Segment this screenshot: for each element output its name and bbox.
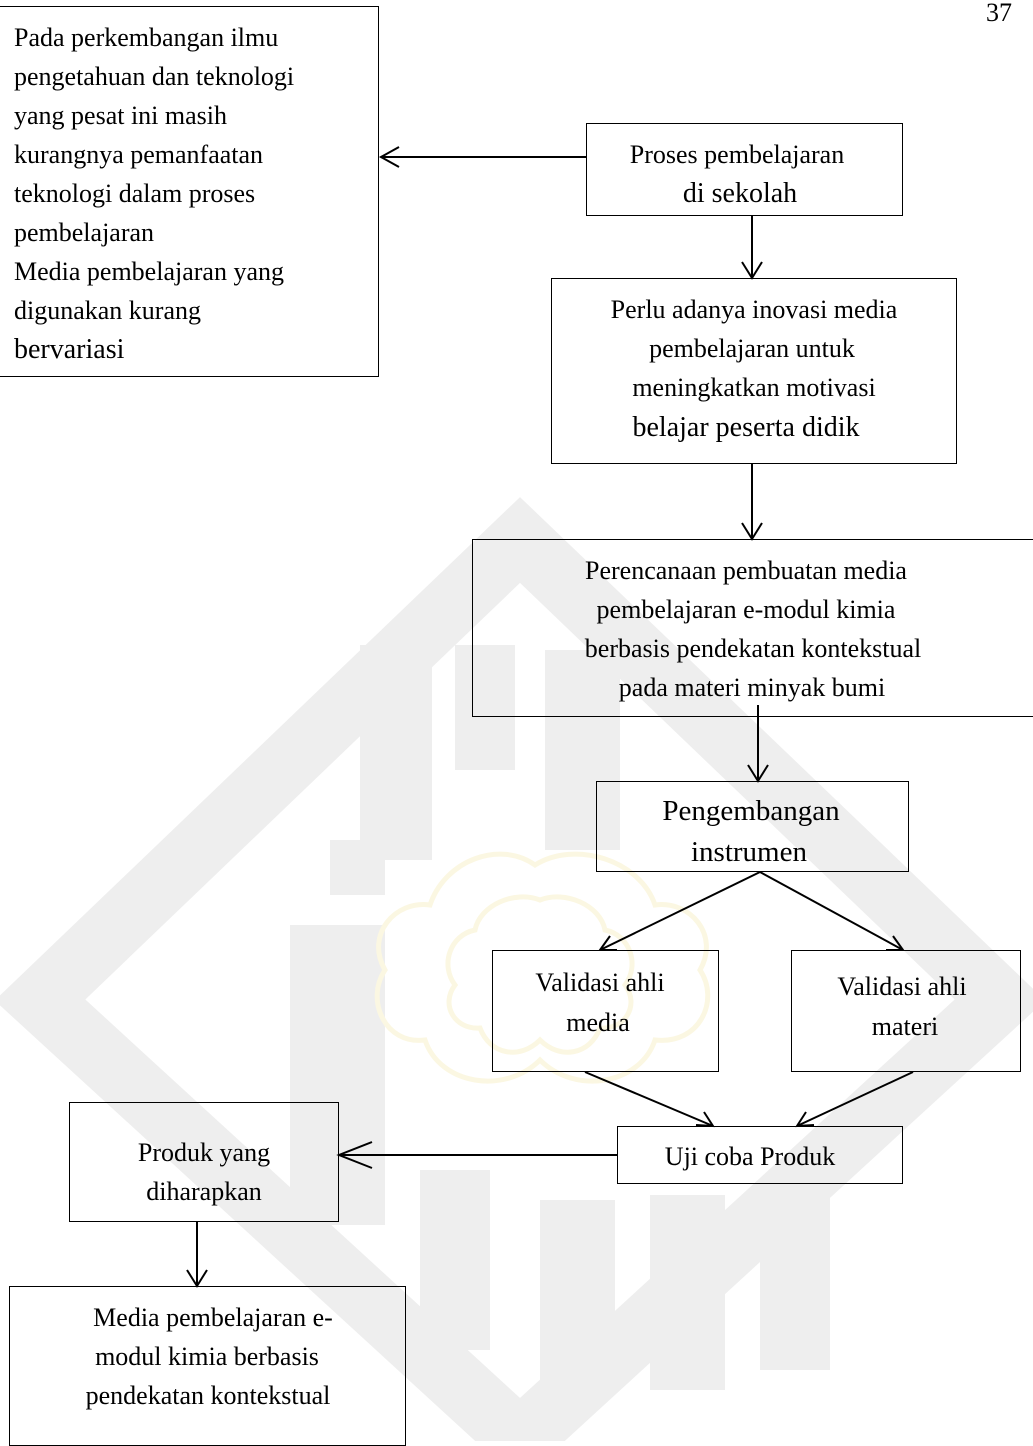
final-line: modul kimia berbasis [95, 1342, 319, 1371]
problem-line: pembelajaran [14, 218, 155, 247]
process-line: di sekolah [682, 178, 798, 209]
problem-line: pengetahuan dan teknologi [14, 62, 295, 91]
problem-line: digunakan kurang [14, 296, 202, 325]
innovation-box [551, 278, 957, 464]
trial-line: Uji coba Produk [664, 1142, 836, 1171]
instrument-line: instrumen [691, 836, 807, 868]
arrow-process-to-innovation [741, 216, 763, 280]
media-validation-line: media [566, 1008, 630, 1037]
watermark-frame [0, 497, 1033, 1441]
arrow-instrument-to-material-validation [759, 871, 905, 951]
innovation-line: pembelajaran untuk [649, 334, 855, 363]
planning-line: pada materi minyak bumi [618, 673, 886, 702]
arrow-planning-to-instrument [747, 705, 769, 783]
arrow-material-validation-to-trial [795, 1071, 914, 1128]
problem-line: bervariasi [14, 334, 125, 365]
arrow-instrument-to-media-validation [598, 871, 761, 951]
page-number: 37 [986, 0, 1012, 27]
problem-line: teknologi dalam proses [14, 179, 256, 208]
final-line: Media pembelajaran e- [93, 1303, 333, 1332]
planning-line: pembelajaran e-modul kimia [596, 595, 896, 624]
problem-line: Pada perkembangan ilmu [14, 23, 279, 52]
arrow-media-validation-to-trial [584, 1071, 715, 1128]
instrument-line: Pengembangan [662, 795, 840, 827]
material-validation-box [791, 950, 1021, 1072]
instrument-box [596, 781, 909, 872]
arrow-innovation-to-planning [741, 464, 763, 541]
material-validation-line: materi [871, 1012, 939, 1041]
innovation-line: Perlu adanya inovasi media [610, 295, 898, 324]
trial-box [617, 1126, 903, 1184]
problem-line: kurangnya pemanfaatan [14, 140, 264, 169]
material-validation-line: Validasi ahli [837, 972, 967, 1001]
expected-box [69, 1102, 339, 1222]
expected-line: Produk yang [137, 1138, 271, 1167]
arrow-trial-to-expected [336, 1141, 617, 1169]
final-line: pendekatan kontekstual [85, 1381, 331, 1410]
arrow-expected-to-final [186, 1222, 208, 1288]
process-line: Proses pembelajaran [629, 140, 845, 169]
watermark-glyph [290, 645, 830, 1390]
problem-line: yang pesat ini masih [14, 101, 228, 130]
innovation-line: meningkatkan motivasi [632, 373, 876, 402]
expected-line: diharapkan [146, 1177, 262, 1206]
problem-box [0, 6, 379, 377]
problem-line: Media pembelajaran yang [14, 257, 284, 286]
process-box [586, 123, 903, 216]
planning-line: Perencanaan pembuatan media [585, 556, 907, 585]
arrow-process-to-problem [378, 146, 586, 168]
media-validation-line: Validasi ahli [535, 968, 665, 997]
innovation-line: belajar peserta didik [632, 412, 860, 443]
planning-line: berbasis pendekatan kontekstual [584, 634, 922, 663]
